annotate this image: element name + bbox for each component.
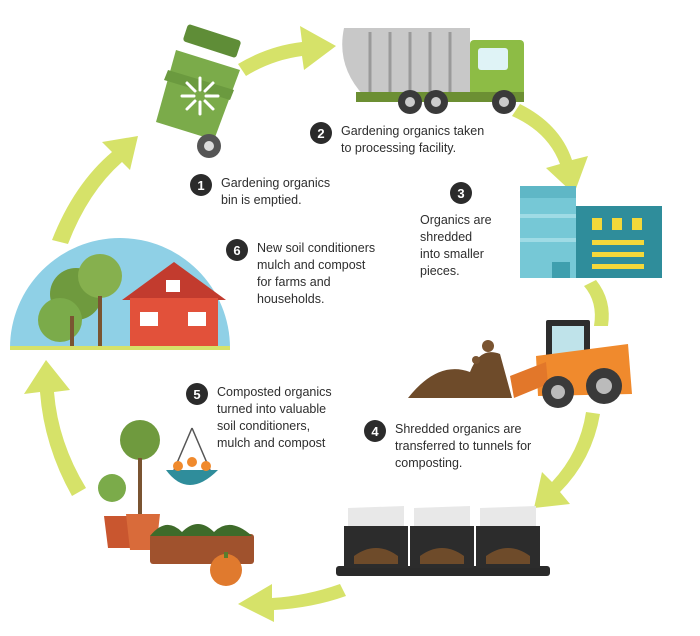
step-1-badge: 1 bbox=[190, 174, 212, 196]
step-6-text: New soil conditioners mulch and compost … bbox=[257, 241, 376, 306]
step-2-text: Gardening organics taken to processing f… bbox=[341, 124, 485, 155]
arrow-3-to-4 bbox=[584, 280, 609, 326]
step-6-badge: 6 bbox=[226, 239, 248, 261]
step-1-text: Gardening organics bin is emptied. bbox=[221, 176, 331, 207]
composting-tunnels-icon bbox=[336, 506, 550, 576]
arrow-2-to-3 bbox=[512, 104, 588, 194]
step-2-badge: 2 bbox=[310, 122, 332, 144]
skid-steer-loader-icon bbox=[408, 320, 632, 408]
step-4-badge: 4 bbox=[364, 420, 386, 442]
green-waste-bin-icon bbox=[156, 24, 241, 158]
step-5-text: Composted organics turned into valuable … bbox=[217, 385, 332, 450]
house-with-trees-icon bbox=[10, 238, 230, 350]
step-6: 6 New soil conditioners mulch and compos… bbox=[226, 239, 376, 308]
arrow-7-to-1 bbox=[52, 136, 138, 244]
garbage-truck-icon bbox=[342, 28, 524, 114]
step-3-text: Organics are shredded into smaller piece… bbox=[420, 213, 492, 278]
step-4: 4 Shredded organics are transferred to t… bbox=[364, 420, 532, 472]
arrow-4-to-5 bbox=[534, 412, 600, 508]
step-5-badge: 5 bbox=[186, 383, 208, 405]
processing-facility-icon bbox=[520, 186, 662, 278]
step-5: 5 Composted organics turned into valuabl… bbox=[186, 383, 332, 452]
step-1: 1 Gardening organics bin is emptied. bbox=[190, 174, 331, 209]
arrow-1-to-2 bbox=[238, 26, 336, 76]
step-3-badge: 3 bbox=[450, 182, 472, 204]
arrow-6-to-7 bbox=[24, 360, 86, 496]
arrow-5-to-6 bbox=[238, 584, 346, 622]
step-3: 3 Organics are shredded into smaller pie… bbox=[420, 182, 492, 280]
step-4-text: Shredded organics are transferred to tun… bbox=[395, 422, 532, 470]
cycle-arrows bbox=[24, 26, 609, 622]
potted-plants-icon bbox=[98, 420, 254, 586]
step-2: 2 Gardening organics taken to processing… bbox=[310, 122, 485, 157]
